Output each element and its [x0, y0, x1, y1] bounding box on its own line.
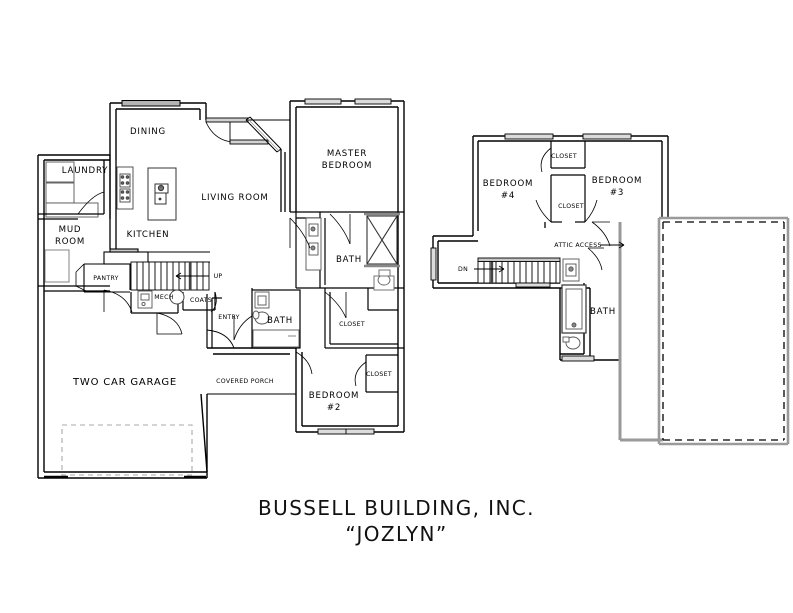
bedroom3-window: [582, 133, 632, 140]
dining-window: [121, 100, 181, 107]
bedroom3-door: [591, 221, 611, 247]
title-block: BUSSELL BUILDING, INC. “JOZLYN”: [0, 495, 793, 547]
master-bedroom-door: [289, 217, 311, 249]
company-name: BUSSELL BUILDING, INC.: [258, 496, 535, 520]
bedroom2-closet: [365, 354, 398, 393]
master-bath-door: [329, 213, 351, 245]
room-label-entry: ENTRY: [218, 314, 240, 321]
kitchen-range: [116, 166, 134, 210]
entry-bath-fixtures: [252, 291, 300, 348]
second-floor-hall-window: [430, 247, 437, 281]
second-floor-bath-door: [587, 247, 604, 271]
room-label-bedroom-3: BEDROOM#3: [592, 176, 642, 198]
room-label-closet: CLOSET: [551, 153, 577, 160]
room-label-dn: DN: [458, 266, 468, 273]
furnace-icon: [169, 289, 185, 305]
room-label-coats: COATS: [190, 297, 212, 304]
room-label-closet: CLOSET: [339, 321, 365, 328]
master-double-vanity: [305, 217, 322, 271]
room-label-bath: BATH: [267, 316, 293, 326]
roof-below-gray-edges: [657, 216, 790, 446]
living-master-wall: [280, 149, 286, 212]
room-label-closet: CLOSET: [366, 371, 392, 378]
room-label-bath: BATH: [336, 255, 362, 265]
dn-arrow-icon: [474, 265, 505, 273]
attic-access-arrow-icon: [600, 241, 625, 249]
plan-name: “JOZLYN”: [345, 522, 448, 546]
bedroom2-window: [317, 428, 375, 435]
room-label-living-room: LIVING ROOM: [201, 193, 268, 203]
pantry: [83, 263, 131, 293]
kitchen-counter: [103, 248, 210, 265]
room-label-bath: BATH: [590, 307, 616, 317]
entry-door: [206, 329, 235, 349]
mech-door: [156, 312, 183, 335]
dining-door: [205, 117, 269, 145]
roof-below-dashed: [662, 221, 785, 441]
room-label-attic-access: ATTIC ACCESS: [554, 242, 601, 249]
roof-below-outline: [618, 222, 663, 442]
mudroom-bench: [44, 249, 70, 283]
room-label-closet: CLOSET: [558, 203, 584, 210]
room-label-covered-porch: COVERED PORCH: [216, 378, 274, 385]
water-heater-icon: [137, 290, 153, 309]
closet-door-upper: [540, 141, 552, 173]
bedroom4-window: [504, 133, 554, 140]
angled-partition-wall: [245, 116, 282, 153]
master-closet-door: [324, 291, 347, 319]
second-floor-bath-fixtures: [561, 258, 587, 350]
closet-door-lower: [535, 199, 598, 223]
second-floor-bath-window: [561, 355, 595, 362]
master-bedroom-windows: [304, 98, 392, 105]
entry-bath-door: [233, 315, 253, 341]
bedroom2-closet-door: [354, 361, 367, 387]
two-car-garage: [61, 424, 193, 476]
room-label-up: UP: [214, 273, 223, 280]
laundry-door: [77, 191, 105, 215]
master-toilet: [373, 269, 395, 291]
mudroom-wall: [38, 285, 110, 292]
bedroom2-door: [295, 351, 313, 375]
second-floor-closets: [550, 141, 586, 223]
room-label-laundry: LAUNDRY: [62, 166, 108, 176]
first-floor-plan: [37, 98, 405, 479]
kitchen-wall: [109, 155, 117, 249]
kitchen-island: [147, 167, 177, 221]
up-arrow-icon: [175, 272, 209, 280]
room-label-pantry: PANTRY: [93, 275, 118, 282]
room-label-two-car-garage: TWO CAR GARAGE: [72, 377, 177, 388]
room-label-dining: DINING: [130, 127, 166, 137]
room-label-bedroom-4: BEDROOM#4: [483, 179, 533, 201]
staircase-down: [477, 257, 561, 288]
master-closet: [324, 288, 404, 349]
master-shower-stall: [364, 212, 400, 268]
second-floor-plan: [430, 133, 790, 446]
room-label-mech: MECH: [154, 294, 173, 301]
room-label-bedroom-2: BEDROOM#2: [309, 391, 359, 413]
room-label-kitchen: KITCHEN: [127, 230, 170, 240]
